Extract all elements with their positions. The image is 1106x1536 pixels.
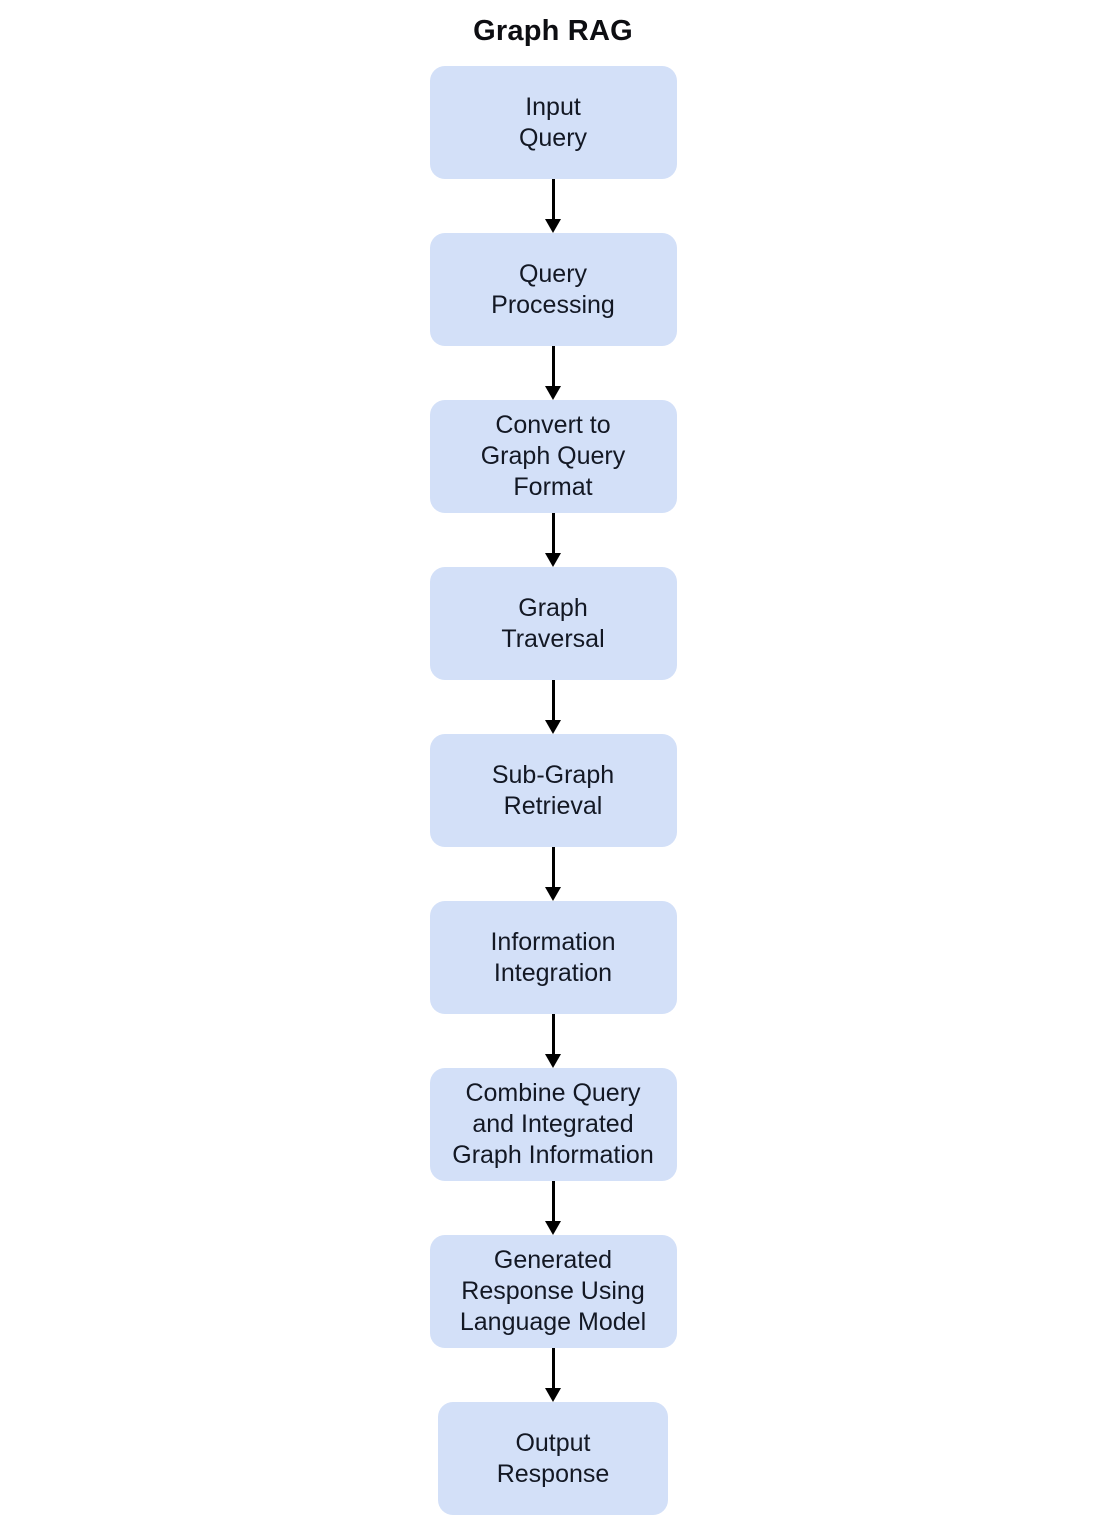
- arrow-down-1: [545, 179, 561, 233]
- node-graph-traversal: Graph Traversal: [429, 567, 677, 680]
- arrow-down-7: [545, 1181, 561, 1235]
- arrow-down-2: [545, 346, 561, 400]
- arrow-head-icon: [545, 887, 561, 901]
- node-label: Sub-Graph Retrieval: [491, 760, 615, 820]
- arrow-head-icon: [545, 219, 561, 233]
- arrow-head-icon: [545, 1388, 561, 1402]
- node-combine-query-and-integrated-graph-information: Combine Query and Integrated Graph Infor…: [429, 1068, 677, 1181]
- arrow-line: [551, 847, 555, 887]
- diagram-title: Graph RAG: [473, 15, 633, 47]
- node-sub-graph-retrieval: Sub-Graph Retrieval: [429, 734, 677, 847]
- arrow-line: [551, 680, 555, 720]
- arrow-down-5: [545, 847, 561, 901]
- node-label: Generated Response Using Language Model: [459, 1246, 647, 1336]
- arrow-line: [551, 1348, 555, 1388]
- arrow-line: [551, 179, 555, 219]
- arrow-head-icon: [545, 1054, 561, 1068]
- node-label: Combine Query and Integrated Graph Infor…: [452, 1079, 654, 1169]
- node-label: Graph Traversal: [501, 593, 605, 653]
- arrow-head-icon: [545, 1221, 561, 1235]
- node-generated-response-using-language-model: Generated Response Using Language Model: [429, 1235, 677, 1348]
- arrow-down-8: [545, 1348, 561, 1402]
- node-input-query: Input Query: [429, 66, 677, 179]
- arrow-down-3: [545, 513, 561, 567]
- arrow-line: [551, 1014, 555, 1054]
- node-label: Output Response: [496, 1428, 610, 1488]
- arrow-line: [551, 1181, 555, 1221]
- arrow-line: [551, 513, 555, 553]
- node-label: Information Integration: [490, 927, 616, 987]
- node-label: Input Query: [518, 92, 588, 152]
- node-query-processing: Query Processing: [429, 233, 677, 346]
- arrow-down-6: [545, 1014, 561, 1068]
- node-label: Convert to Graph Query Format: [480, 411, 626, 501]
- node-information-integration: Information Integration: [429, 901, 677, 1014]
- arrow-line: [551, 346, 555, 386]
- arrow-down-4: [545, 680, 561, 734]
- node-convert-to-graph-query-format: Convert to Graph Query Format: [429, 400, 677, 513]
- arrow-head-icon: [545, 720, 561, 734]
- arrow-head-icon: [545, 386, 561, 400]
- arrow-head-icon: [545, 553, 561, 567]
- node-output-response: Output Response: [438, 1402, 668, 1515]
- node-label: Query Processing: [491, 259, 615, 319]
